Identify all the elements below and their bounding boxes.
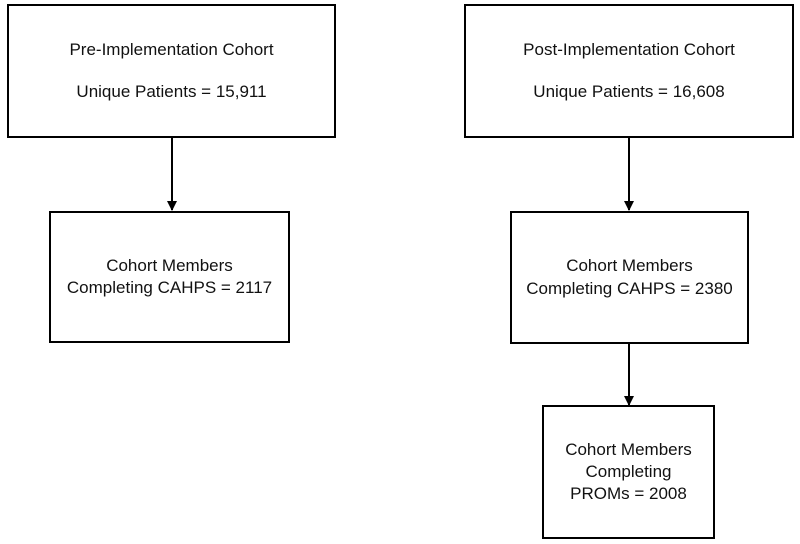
pre-cahps-box: Cohort Members Completing CAHPS = 2117 xyxy=(49,211,290,343)
post-proms-line3: PROMs = 2008 xyxy=(570,484,687,504)
post-cohort-title: Post-Implementation Cohort xyxy=(523,39,735,59)
pre-implementation-cohort-box: Pre-Implementation Cohort Unique Patient… xyxy=(7,4,336,138)
pre-cohort-title: Pre-Implementation Cohort xyxy=(69,39,274,59)
post-cahps-box: Cohort Members Completing CAHPS = 2380 xyxy=(510,211,749,344)
pre-cahps-line2: Completing CAHPS = 2117 xyxy=(66,278,273,297)
pre-cahps-line1: Cohort Members xyxy=(106,255,233,275)
post-proms-box: Cohort Members Completing PROMs = 2008 xyxy=(542,405,715,539)
post-proms-line1: Cohort Members xyxy=(565,439,692,459)
post-proms-line2: Completing xyxy=(585,461,672,481)
post-implementation-cohort-box: Post-Implementation Cohort Unique Patien… xyxy=(464,4,794,138)
post-cohort-count: Unique Patients = 16,608 xyxy=(533,82,725,101)
pre-cohort-count: Unique Patients = 15,911 xyxy=(76,82,267,101)
post-cahps-line1: Cohort Members xyxy=(566,256,693,276)
post-cahps-line2: Completing CAHPS = 2380 xyxy=(526,278,733,298)
